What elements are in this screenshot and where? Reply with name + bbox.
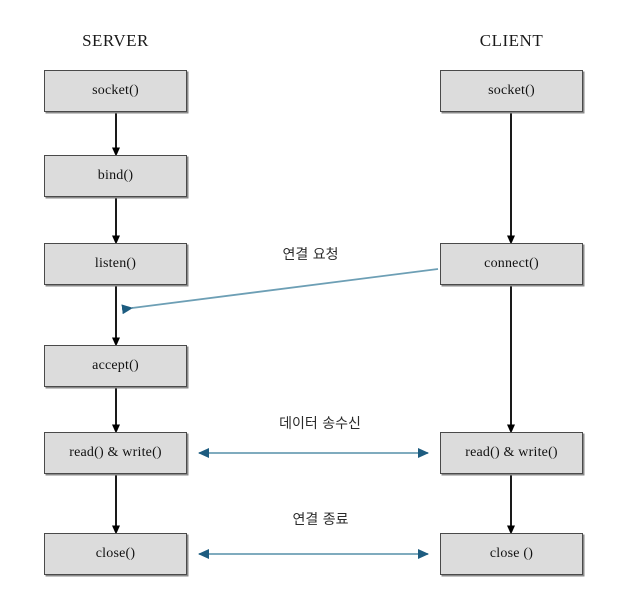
server-node-listen-label: listen() [94,256,137,271]
interaction-label-connection-request: 연결 요청 [282,247,339,263]
interaction-label-connection-close: 연결 종료 [292,512,349,528]
server-node-close-label: close() [95,546,136,561]
server-node-socket[interactable]: socket() [44,70,187,112]
interaction-label-data-transfer: 데이터 송수신 [279,416,361,432]
client-node-socket-label: socket() [488,83,535,98]
client-node-read-write-label: read() & write() [465,445,558,460]
server-node-close[interactable]: close() [44,533,187,575]
server-node-accept-label: accept() [92,358,139,373]
client-node-close[interactable]: close () [440,533,583,575]
client-node-connect[interactable]: connect() [440,243,583,285]
server-node-accept[interactable]: accept() [44,345,187,387]
server-node-bind-label: bind() [97,168,134,183]
client-node-read-write[interactable]: read() & write() [440,432,583,474]
server-node-socket-label: socket() [92,83,139,98]
server-node-read-write[interactable]: read() & write() [44,432,187,474]
column-header-server: SERVER [82,31,149,50]
server-node-bind[interactable]: bind() [44,155,187,197]
client-node-connect-label: connect() [484,256,539,271]
server-node-read-write-label: read() & write() [69,445,162,460]
server-node-listen[interactable]: listen() [44,243,187,285]
column-header-client: CLIENT [479,31,544,50]
client-node-close-label: close () [489,546,534,561]
client-node-socket[interactable]: socket() [440,70,583,112]
